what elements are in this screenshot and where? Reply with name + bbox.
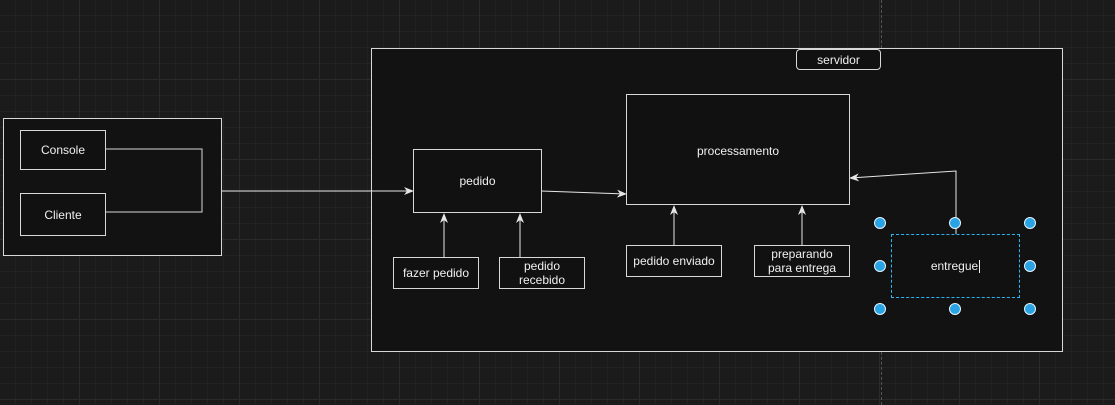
edge-entregue-to-processamento[interactable] bbox=[849, 170, 957, 234]
resize-handle-top[interactable] bbox=[949, 217, 961, 229]
pedido-recebido-node[interactable]: pedido recebido bbox=[499, 257, 585, 289]
pedido-node[interactable]: pedido bbox=[413, 149, 542, 213]
resize-handle-top-right[interactable] bbox=[1024, 217, 1036, 229]
resize-handle-left[interactable] bbox=[874, 260, 886, 272]
resize-handle-bottom-right[interactable] bbox=[1024, 303, 1036, 315]
console-cliente-bracket[interactable] bbox=[105, 148, 203, 213]
cliente-node[interactable]: Cliente bbox=[20, 193, 106, 236]
entregue-node[interactable]: entregue bbox=[891, 234, 1020, 298]
servidor-label[interactable]: servidor bbox=[796, 49, 881, 70]
edge-pedido-to-processamento[interactable] bbox=[540, 189, 627, 198]
entregue-label: entregue bbox=[930, 259, 979, 273]
pedido-enviado-node[interactable]: pedido enviado bbox=[626, 245, 722, 277]
preparando-para-entrega-node[interactable]: preparando para entrega bbox=[754, 245, 850, 277]
resize-handle-bottom-left[interactable] bbox=[874, 303, 886, 315]
processamento-node[interactable]: processamento bbox=[626, 94, 850, 205]
resize-handle-right[interactable] bbox=[1024, 260, 1036, 272]
fazer-pedido-node[interactable]: fazer pedido bbox=[393, 257, 479, 289]
console-node[interactable]: Console bbox=[20, 130, 106, 170]
resize-handle-bottom[interactable] bbox=[949, 303, 961, 315]
text-cursor bbox=[979, 259, 981, 273]
resize-handle-top-left[interactable] bbox=[874, 217, 886, 229]
